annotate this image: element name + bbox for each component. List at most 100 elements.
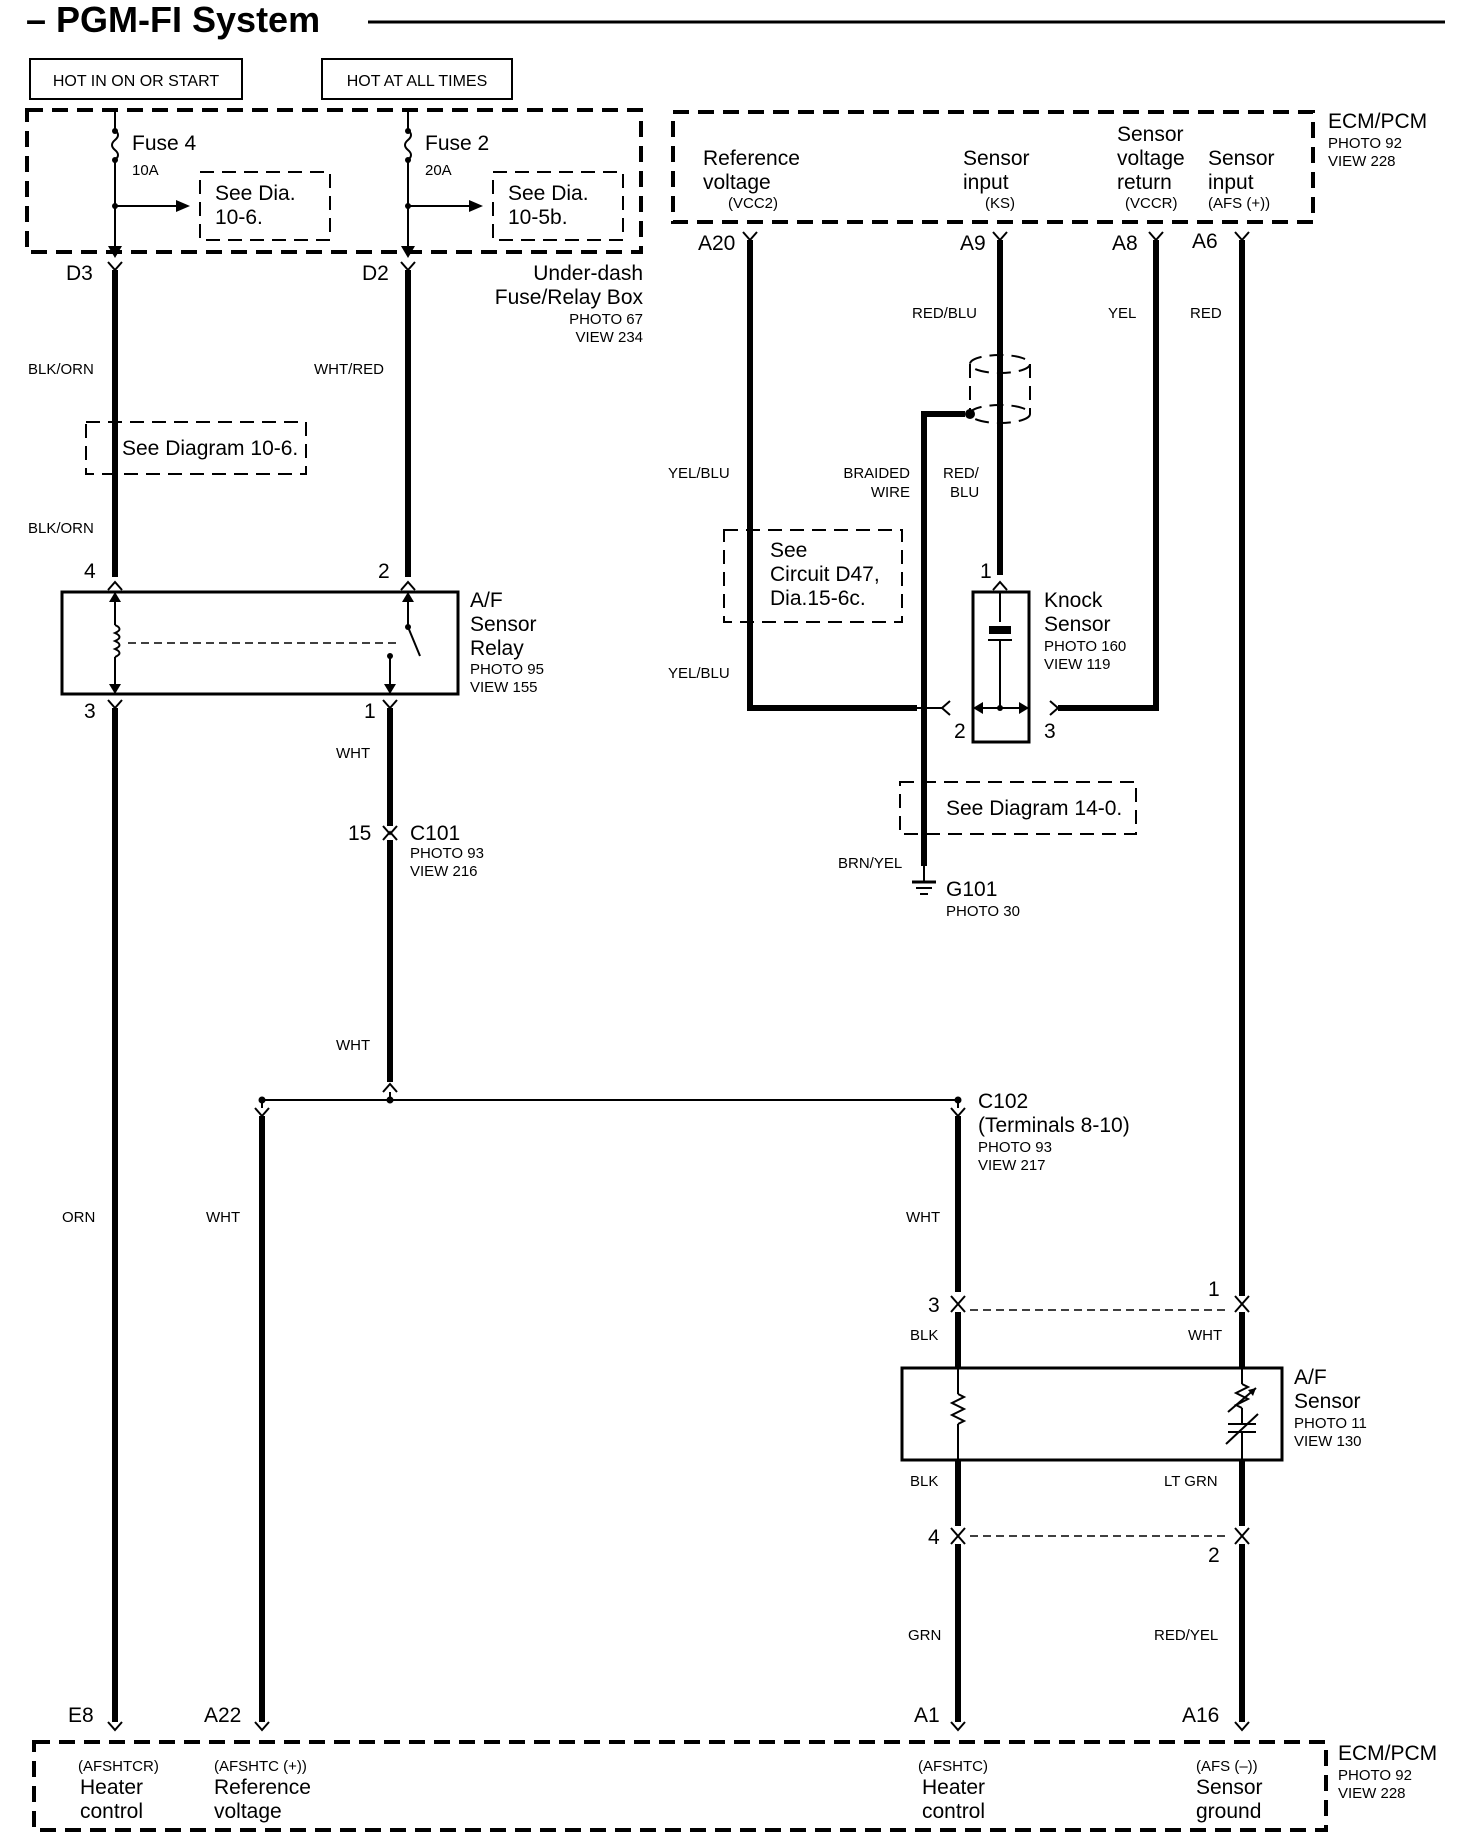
af-sensor-relay: 4 2 A/F Sensor Relay PHOTO 95 VIEW 155 3…	[60, 560, 544, 723]
wire-label-yel-blu-2: YEL/BLU	[668, 665, 730, 682]
c101-view: VIEW 216	[410, 863, 478, 880]
ecm-e8-label-line2: control	[80, 1800, 143, 1823]
title-text: – PGM-FI System	[26, 0, 320, 40]
ecm-a16-label-line2: ground	[1196, 1800, 1261, 1823]
relay-pin-2: 2	[378, 560, 390, 583]
relay-name-line3: Relay	[470, 637, 524, 660]
c102-name: C102	[978, 1090, 1028, 1113]
pin-e8: E8	[68, 1704, 94, 1727]
wire-label-wht-4: WHT	[906, 1209, 940, 1226]
wire-grn: GRN	[908, 1544, 961, 1722]
ecm-top: ECM/PCM PHOTO 92 VIEW 228 Reference volt…	[671, 110, 1427, 255]
fuse4-name: Fuse 4	[132, 132, 197, 155]
ref-d47-line2: Circuit D47,	[770, 563, 880, 586]
wire-label-orn: ORN	[62, 1209, 95, 1226]
af-sensor: 3 1 BLK WHT A/F Sensor PHOTO 11 VIEW 130…	[900, 1278, 1367, 1567]
fuse2-ref-line1: See Dia.	[508, 182, 589, 205]
wire-label-blk-orn-2: BLK/ORN	[28, 520, 94, 537]
fuse2-ref-line2: 10-5b.	[508, 206, 568, 229]
hot-on-start-text: HOT IN ON OR START	[53, 73, 219, 90]
relay-photo: PHOTO 95	[470, 661, 544, 678]
ecm-a20-label-line2: voltage	[703, 171, 771, 194]
ecm-a6-code: (AFS (+))	[1208, 195, 1270, 212]
c101-name: C101	[410, 822, 460, 845]
relay-view: VIEW 155	[470, 679, 538, 696]
af-name-line2: Sensor	[1294, 1390, 1361, 1413]
wire-label-grn: GRN	[908, 1627, 941, 1644]
pin-a22: A22	[204, 1704, 241, 1727]
wire-label-yel: YEL	[1108, 305, 1136, 322]
ref-diagram-14-0: See Diagram 14-0.	[899, 781, 1137, 835]
ecm-a6-label-line2: input	[1208, 171, 1254, 194]
wire-label-yel-blu-1: YEL/BLU	[668, 465, 730, 482]
wire-label-wht-2: WHT	[336, 1037, 370, 1054]
ecm-bottom-view: VIEW 228	[1338, 1785, 1406, 1802]
pin-a8: A8	[1112, 232, 1138, 255]
wire-label-red-blu: RED/BLU	[912, 305, 977, 322]
ref-diagram-14-0-text: See Diagram 14-0.	[946, 797, 1122, 820]
wire-red: RED	[1190, 231, 1250, 1296]
ecm-a9-label-line1: Sensor	[963, 147, 1030, 170]
wire-wht-a22: WHT	[206, 1116, 265, 1722]
pin-a6: A6	[1192, 230, 1218, 253]
ecm-e8-label-line1: Heater	[80, 1776, 143, 1799]
fuse-box-view: VIEW 234	[575, 329, 643, 346]
hot-all-times-text: HOT AT ALL TIMES	[347, 73, 488, 90]
ref-diagram-10-6: See Diagram 10-6.	[85, 421, 307, 475]
relay-pin-1: 1	[364, 700, 376, 723]
c101-pin: 15	[348, 822, 371, 845]
wire-blk-orn: BLK/ORN BLK/ORN	[28, 261, 123, 577]
relay-name-line2: Sensor	[470, 613, 537, 636]
ecm-a16-code: (AFS (–))	[1196, 1758, 1258, 1775]
ecm-top-photo: PHOTO 92	[1328, 135, 1402, 152]
ecm-bottom-photo: PHOTO 92	[1338, 1767, 1412, 1784]
ecm-a22-code: (AFSHTC (+))	[214, 1758, 307, 1775]
terminal-d2: D2	[362, 262, 389, 285]
wire-wht-relay: WHT	[336, 708, 393, 826]
pin-a9: A9	[960, 232, 986, 255]
knock-pin-2: 2	[954, 720, 966, 743]
af-name-line1: A/F	[1294, 1366, 1327, 1389]
ground-photo: PHOTO 30	[946, 903, 1020, 920]
ecm-a9-code: (KS)	[985, 195, 1015, 212]
c101-photo: PHOTO 93	[410, 845, 484, 862]
fuse-box-name-line1: Under-dash	[533, 262, 643, 285]
ecm-a8-label-line1: Sensor	[1117, 123, 1184, 146]
ecm-a1-label-line2: control	[922, 1800, 985, 1823]
knock-sensor: 1 2 3 Knock Sensor PHOTO 160 VIEW 119	[940, 560, 1126, 744]
af-photo: PHOTO 11	[1294, 1415, 1367, 1432]
knock-name-line2: Sensor	[1044, 613, 1111, 636]
wire-yel-blu: YEL/BLU YEL/BLU	[668, 231, 917, 711]
wire-label-wht-1: WHT	[336, 745, 370, 762]
fuse4-rating: 10A	[132, 162, 159, 179]
splice-row	[254, 1092, 966, 1118]
ref-diagram-10-6-text: See Diagram 10-6.	[122, 437, 298, 460]
ecm-a22-label-line1: Reference	[214, 1776, 311, 1799]
relay-pin-4: 4	[84, 560, 96, 583]
c102-view: VIEW 217	[978, 1157, 1046, 1174]
hot-label-on-start: HOT IN ON OR START	[29, 58, 243, 100]
page-title: – PGM-FI System	[26, 0, 1445, 40]
knock-photo: PHOTO 160	[1044, 638, 1126, 655]
ecm-a9-label-line2: input	[963, 171, 1009, 194]
wire-label-braided-2: WIRE	[871, 484, 910, 501]
fuse-box-photo: PHOTO 67	[569, 311, 643, 328]
ground-name: G101	[946, 878, 997, 901]
fuse2-name: Fuse 2	[425, 132, 489, 155]
shield	[965, 354, 1031, 424]
wire-orn: ORN	[62, 708, 118, 1722]
wire-label-red-blu-split-1: RED/	[943, 465, 980, 482]
wire-label-red-yel: RED/YEL	[1154, 1627, 1218, 1644]
terminal-d3: D3	[66, 262, 93, 285]
ecm-a20-label-line1: Reference	[703, 147, 800, 170]
relay-name-line1: A/F	[470, 589, 503, 612]
knock-view: VIEW 119	[1044, 656, 1110, 673]
wire-label-brn-yel: BRN/YEL	[838, 855, 902, 872]
wire-label-blk-orn-1: BLK/ORN	[28, 361, 94, 378]
fuse4-ref-line1: See Dia.	[215, 182, 296, 205]
knock-pin-3: 3	[1044, 720, 1056, 743]
ecm-a20-code: (VCC2)	[728, 195, 778, 212]
ecm-a8-label-line2: voltage	[1117, 147, 1185, 170]
ecm-a22-label-line2: voltage	[214, 1800, 282, 1823]
